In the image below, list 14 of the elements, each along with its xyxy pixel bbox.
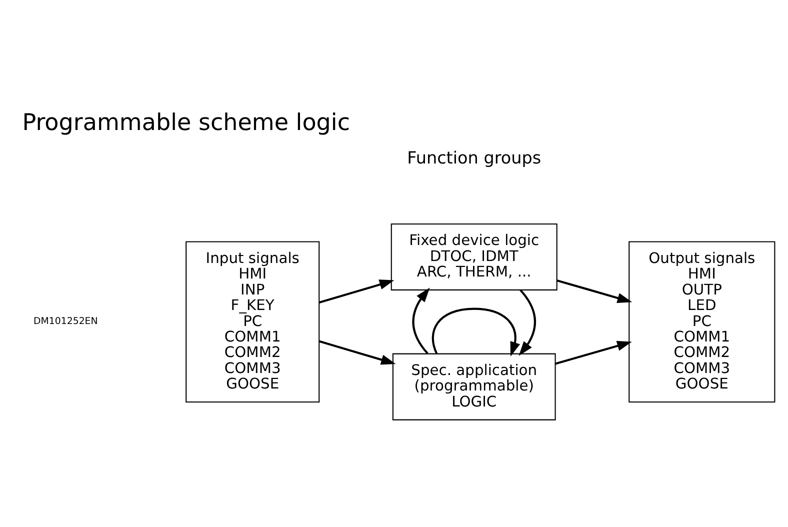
arrow xyxy=(318,340,396,365)
arrow xyxy=(318,280,394,304)
node-box: Spec. application (programmable) LOGIC xyxy=(392,353,556,420)
arrow xyxy=(412,288,430,354)
arrow xyxy=(518,289,536,356)
arrow xyxy=(555,340,632,365)
node-box: Input signals HMI INP F_KEY PC COMM1 COMM2 COMM3 GOOSE xyxy=(186,241,320,403)
arrow xyxy=(432,308,520,357)
node-box: Fixed device logic DTOC, IDMT ARC, THERM, ... xyxy=(390,223,558,290)
label: DM101252EN xyxy=(34,316,98,328)
arrow xyxy=(556,279,632,303)
node-box: Output signals HMI OUTP LED PC COMM1 COMM2 COMM3 GOOSE xyxy=(628,241,776,403)
label: Function groups xyxy=(407,148,542,168)
diagram-title: Programmable scheme logic xyxy=(22,110,350,136)
